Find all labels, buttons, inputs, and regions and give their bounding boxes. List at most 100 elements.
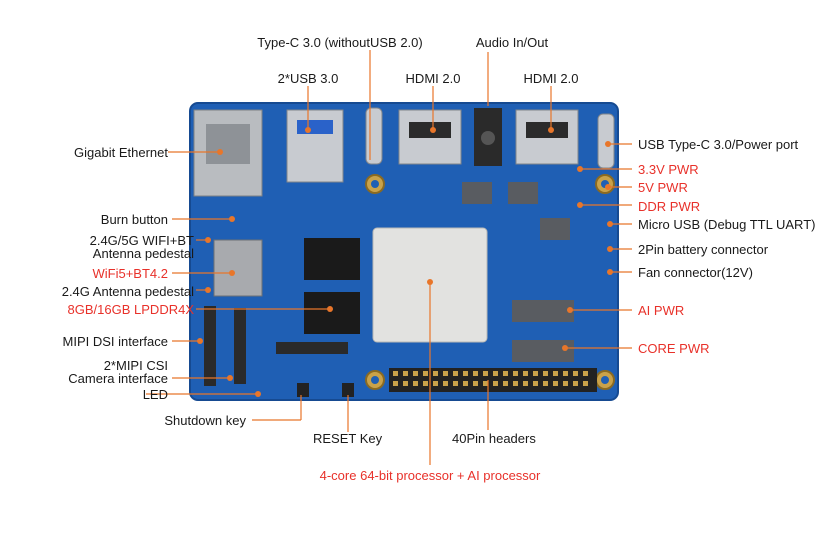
gpio-pin [473, 381, 478, 386]
gpio-pin [573, 381, 578, 386]
gpio-pin [513, 381, 518, 386]
leader-dot [430, 127, 436, 133]
gpio-pin [433, 371, 438, 376]
wifi-module [213, 239, 263, 297]
label-ddr-pwr: DDR PWR [638, 199, 701, 214]
leader-dot [607, 246, 613, 252]
shutdown-button [297, 383, 309, 397]
leader-dot [567, 307, 573, 313]
lpddr-chip-1 [304, 238, 360, 280]
gpio-pin [443, 381, 448, 386]
leader-dot [577, 166, 583, 172]
leader-dot [217, 149, 223, 155]
leader-dot [197, 338, 203, 344]
gpio-pin [583, 371, 588, 376]
label-mipi-csi-2: Camera interface [68, 371, 168, 386]
leader-dot [605, 184, 611, 190]
gpio-pin [433, 381, 438, 386]
leader-dot [548, 127, 554, 133]
gpio-pin [463, 371, 468, 376]
label-wifi-ant-2: Antenna pedestal [92, 246, 194, 261]
gpio-pin [503, 371, 508, 376]
label-usb30: 2*USB 3.0 [277, 71, 339, 86]
leader-dot [577, 202, 583, 208]
label-wifi-chip: WiFi5+BT4.2 [92, 266, 169, 281]
gpio-pin [393, 371, 398, 376]
camera-connector [276, 342, 348, 354]
label-audio: Audio In/Out [475, 35, 549, 50]
mipi-dsi-connector [204, 306, 216, 386]
typec-port [365, 107, 383, 165]
label-core-pwr: CORE PWR [638, 341, 710, 356]
label-mipi-csi-1: 2*MIPI CSI [103, 358, 168, 373]
gpio-pin [463, 381, 468, 386]
gpio-pin [533, 381, 538, 386]
label-power-port: USB Type-C 3.0/Power port [638, 137, 799, 152]
gpio-pin [553, 381, 558, 386]
label-ant24: 2.4G Antenna pedestal [61, 284, 194, 299]
label-pwr33: 3.3V PWR [638, 162, 699, 177]
lpddr-chip-2 [304, 292, 360, 334]
label-gpio: 40Pin headers [452, 431, 536, 446]
label-wifi-ant-1: 2.4G/5G WIFI+BT [89, 233, 194, 248]
leader-dot [205, 237, 211, 243]
gpio-pin [583, 381, 588, 386]
gpio-pin [543, 381, 548, 386]
gpio-pin [413, 381, 418, 386]
gpio-pin [523, 371, 528, 376]
gpio-pin [423, 381, 428, 386]
label-fan: Fan connector(12V) [638, 265, 753, 280]
leader-dot [205, 287, 211, 293]
label-hdmi-a: HDMI 2.0 [405, 71, 461, 86]
label-shutdown: Shutdown key [164, 413, 246, 428]
gpio-pin [393, 381, 398, 386]
reset-button [342, 383, 354, 397]
power-inductors [462, 182, 574, 362]
leader-dot [607, 269, 613, 275]
gpio-pin [453, 381, 458, 386]
gpio-pin [423, 371, 428, 376]
mipi-csi-connector-1 [234, 308, 246, 384]
label-reset: RESET Key [313, 431, 383, 446]
label-ethernet: Gigabit Ethernet [74, 145, 168, 160]
leader-dot [255, 391, 261, 397]
label-mipi-dsi: MIPI DSI interface [62, 334, 168, 349]
leader-dot [427, 279, 433, 285]
leader-dot [607, 221, 613, 227]
gpio-pin [403, 381, 408, 386]
gpio-pin [413, 371, 418, 376]
leader-dot [605, 141, 611, 147]
gpio-pin [493, 381, 498, 386]
gpio-pin [453, 371, 458, 376]
label-ai-pwr: AI PWR [638, 303, 685, 318]
gpio-pin [523, 381, 528, 386]
label-typec-30: Type-C 3.0 (withoutUSB 2.0) [257, 35, 423, 50]
gpio-pin [473, 371, 478, 376]
gpio-pin [493, 371, 498, 376]
label-hdmi-b: HDMI 2.0 [523, 71, 579, 86]
leader-dot [327, 306, 333, 312]
gpio-pin [483, 371, 488, 376]
gpio-header [389, 368, 597, 392]
label-burn: Burn button [100, 212, 168, 227]
label-micro-usb: Micro USB (Debug TTL UART) [638, 217, 816, 232]
gpio-pin [513, 371, 518, 376]
gpio-pin [563, 381, 568, 386]
gpio-pin [403, 371, 408, 376]
label-lpddr: 8GB/16GB LPDDR4X [67, 302, 194, 317]
label-battery: 2Pin battery connector [638, 242, 769, 257]
label-led: LED [142, 387, 168, 402]
gpio-pin [553, 371, 558, 376]
gpio-pin [483, 381, 488, 386]
power-typec-port [597, 113, 615, 169]
leader-dots [197, 127, 613, 397]
label-processor: 4-core 64-bit processor + AI processor [319, 468, 541, 483]
leader-dot [229, 270, 235, 276]
gpio-pin [503, 381, 508, 386]
gpio-pin [563, 371, 568, 376]
leader-dot [227, 375, 233, 381]
leader-lines [146, 50, 632, 465]
label-pwr5: 5V PWR [638, 180, 688, 195]
